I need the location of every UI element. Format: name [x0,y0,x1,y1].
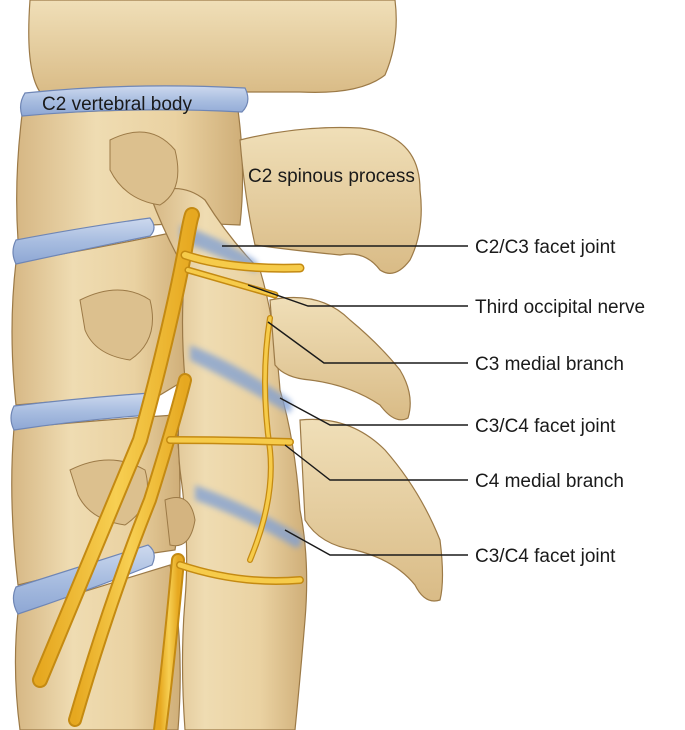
leader-c4-medial-branch [284,444,468,481]
c2-spinous-process [239,126,422,274]
disc-c1-c2 [19,85,249,117]
label-c3-medial-branch: C3 medial branch [475,354,624,375]
c3c4-facet-joint-highlight-lower [195,485,302,548]
label-c3c4-facet-joint-upper: C3/C4 facet joint [475,416,616,437]
leader-third-occipital-nerve [247,284,468,307]
leader-c3c4-facet-joint-lower [284,529,468,556]
label-c4-medial-branch: C4 medial branch [475,471,624,492]
c2c3-facet-joint-highlight [180,225,259,272]
c4-spinous-process [299,418,444,602]
c3-spinous-process [269,296,411,421]
leader-c3c4-facet-joint-upper [279,397,468,426]
label-c2c3-facet-joint: C2/C3 facet joint [475,237,616,258]
label-c2-spinous-process: C2 spinous process [248,166,415,187]
label-third-occipital-nerve: Third occipital nerve [475,297,645,318]
labels: C2 vertebral body C2 spinous process C2/… [42,94,645,567]
disc-c2-c3 [12,217,155,265]
nerves [32,207,305,730]
upper-vertebra [28,0,397,95]
leader-c3-medial-branch [267,321,468,364]
leader-lines [222,245,468,556]
label-c3c4-facet-joint-lower: C3/C4 facet joint [475,546,616,567]
label-c2-vertebral-body: C2 vertebral body [42,94,192,115]
